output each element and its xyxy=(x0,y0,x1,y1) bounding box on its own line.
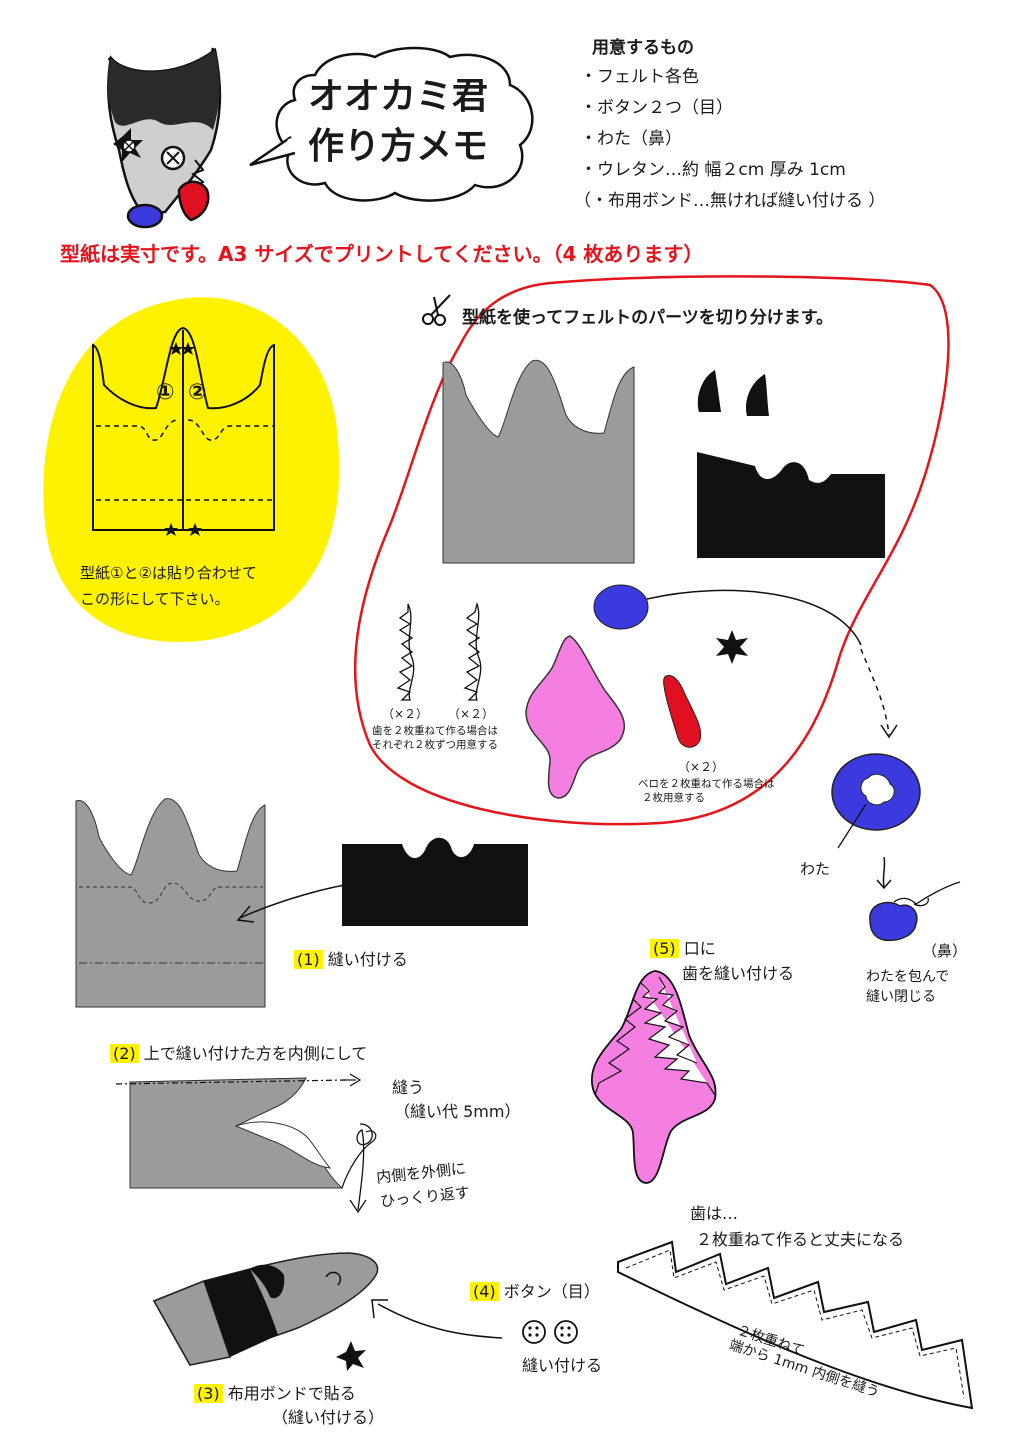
page-title-line-1: オオカミ君 xyxy=(307,76,488,117)
pink-mouth-part xyxy=(525,635,626,799)
teeth-note-line-2: それぞれ２枚ずつ用意する xyxy=(372,739,498,751)
teeth-note-line-1: 歯を２枚重ねて作る場合は xyxy=(372,725,498,737)
black-band-part xyxy=(697,452,885,558)
pattern-mark-1: ① xyxy=(156,380,175,405)
nose-note-line-2: 縫い閉じる xyxy=(866,989,936,1005)
scissors-icon xyxy=(422,294,451,326)
step5-mouth-with-teeth xyxy=(590,970,717,1184)
step2-flip-arrow xyxy=(349,1123,373,1214)
star-eye-part xyxy=(716,630,748,664)
teeth-tip-title-2: ２枚重ねて作ると丈夫になる xyxy=(696,1230,905,1249)
blue-nose-part xyxy=(593,584,649,630)
pattern-note-line-1: 型紙①と②は貼り合わせて xyxy=(80,564,257,582)
teeth-tip-title-1: 歯は… xyxy=(690,1204,739,1223)
step1-gray-body xyxy=(75,798,266,1008)
black-ears-parts xyxy=(697,370,769,416)
cotton-label: わた xyxy=(800,860,831,878)
print-notice: 型紙は実寸です。A3 サイズでプリントしてください。（4 枚あります） xyxy=(60,242,704,266)
wolf-head-illustration xyxy=(106,47,222,229)
materials-item: （・布用ボンド…無ければ縫い付ける ） xyxy=(574,191,886,211)
parts-red-outline xyxy=(353,275,950,826)
step1-text: 縫い付ける xyxy=(327,950,408,969)
nose-arrow xyxy=(646,589,898,739)
teeth-count-2: （×２） xyxy=(448,707,495,721)
teeth-part-1 xyxy=(396,603,415,701)
step4-text: ボタン（目） xyxy=(503,1282,600,1301)
down-arrow-icon xyxy=(876,856,892,890)
step1-number: (1) xyxy=(294,950,323,969)
teeth-part-2 xyxy=(463,601,482,701)
step5-text: 口に xyxy=(683,939,716,958)
step4-number: (4) xyxy=(470,1282,499,1301)
nose-with-cotton xyxy=(831,753,921,849)
step1-label: (1) 縫い付ける xyxy=(294,946,408,970)
step2-sew-label: 縫う xyxy=(392,1078,425,1097)
page-title-line-2: 作り方メモ xyxy=(307,126,488,167)
step2-text: 上で縫い付けた方を内側にして xyxy=(143,1044,368,1063)
step2-margin-label: （縫い代 5mm） xyxy=(394,1102,521,1121)
red-tongue-part xyxy=(663,675,702,748)
wrapped-nose-part xyxy=(869,881,961,942)
step5-number: (5) xyxy=(650,939,679,958)
step4-label: (4) ボタン（目） xyxy=(470,1278,600,1302)
step5-label: (5) 口に xyxy=(650,935,716,959)
nose-note-line-1: わたを包んで xyxy=(866,969,950,985)
step3-assembled-head xyxy=(152,1252,379,1366)
materials-item: ・ウレタン…約 幅２cm 厚み 1cm xyxy=(580,160,846,180)
step2-number: (2) xyxy=(110,1044,139,1063)
step3-text: 布用ボンドで貼る xyxy=(227,1384,356,1403)
step4-sub: 縫い付ける xyxy=(522,1356,603,1375)
step3-sub: （縫い付ける） xyxy=(272,1408,385,1427)
star-icon xyxy=(336,1341,366,1371)
step3-label: (3) 布用ボンドで貼る xyxy=(194,1380,356,1404)
teeth-strip-illustration xyxy=(617,1240,974,1410)
pattern-note-line-2: この形にして下さい。 xyxy=(80,590,230,608)
parts-heading: 型紙を使ってフェルトのパーツを切り分けます。 xyxy=(462,308,834,328)
gray-body-part xyxy=(442,359,635,564)
button-eyes-icon xyxy=(522,1320,578,1344)
step2-label: (2) 上で縫い付けた方を内側にして xyxy=(110,1040,367,1064)
step3-number: (3) xyxy=(194,1384,223,1403)
nose-label: （鼻） xyxy=(922,942,968,960)
materials-item: ・ボタン２つ（目） xyxy=(580,98,733,118)
materials-item: ・わた（鼻） xyxy=(580,129,682,149)
tongue-count: （×２） xyxy=(678,760,725,774)
step4-arrow xyxy=(371,1299,503,1339)
step1-arrow xyxy=(236,881,365,923)
pattern-yellow-blob xyxy=(43,297,340,642)
title-speech-bubble xyxy=(249,46,534,202)
step2-folded-body xyxy=(115,1073,377,1189)
pattern-mark-2: ② xyxy=(188,380,207,405)
step5-sub: 歯を縫い付ける xyxy=(682,964,795,983)
tongue-note-line-1: ベロを２枚重ねて作る場合は xyxy=(638,778,775,790)
materials-item: ・フェルト各色 xyxy=(580,67,699,87)
teeth-count-1: （×２） xyxy=(382,707,429,721)
materials-heading: 用意するもの xyxy=(592,38,694,58)
tongue-note-line-2: ２枚用意する xyxy=(642,792,705,804)
step1-black-band xyxy=(342,837,528,926)
